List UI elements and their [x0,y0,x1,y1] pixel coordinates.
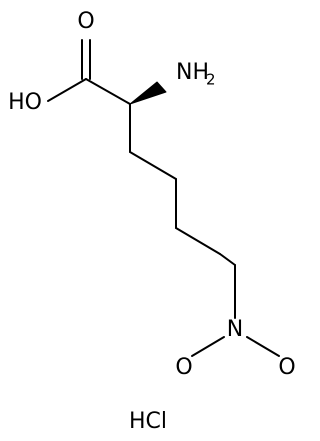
amine-subscript: 2 [206,71,216,89]
nitro-oxygen-left-label: O [175,355,192,380]
nitro-nitrogen-label: N [227,317,243,342]
nitro-bond-left [191,336,225,357]
chain-bond-4 [175,227,221,255]
hydroxyl-label: HO [8,90,42,115]
chain-bond-5 [219,253,236,266]
carboxyl-oh-bond [47,78,87,102]
chemical-structure-diagram: O HO NH 2 N O O HCl [8,9,296,434]
chain-bond-2 [129,151,177,180]
salt-label: HCl [129,409,167,434]
stereo-wedge-bond [129,81,167,105]
carbonyl-oxygen-label: O [77,9,94,34]
nitro-oxygen-right-label: O [278,355,295,380]
amine-label: NH [176,60,209,85]
nitro-bond-right [246,336,280,357]
carboxyl-alpha-bond [85,78,131,105]
